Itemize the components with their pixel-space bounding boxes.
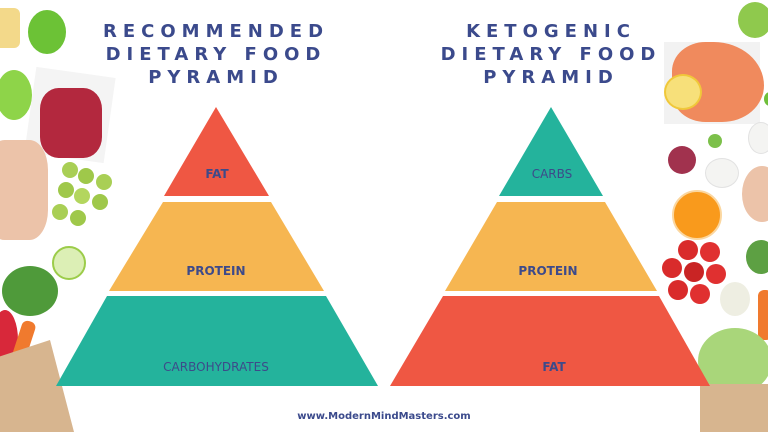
egg-icon <box>705 158 739 188</box>
title-line: RECOMMENDED <box>102 21 330 42</box>
left-tier-bottom-label: CARBOHYDRATES <box>163 360 269 374</box>
left-tier-middle <box>109 202 324 291</box>
left-tier-middle-label: PROTEIN <box>186 264 246 278</box>
footer-url: www.ModernMindMasters.com <box>297 411 471 422</box>
apple-slice-icon <box>52 246 86 280</box>
raw-chicken-icon <box>742 166 768 222</box>
raw-chicken-icon <box>0 140 48 240</box>
green-pepper-icon <box>28 10 66 54</box>
left-pyramid-title: RECOMMENDED DIETARY FOOD PYRAMID <box>86 20 346 89</box>
title-line: DIETARY FOOD <box>440 44 662 65</box>
egg-icon <box>748 122 768 154</box>
green-apple-icon <box>738 2 768 38</box>
grapes-icon <box>52 158 122 238</box>
cabbage-icon <box>698 328 768 394</box>
right-tier-middle-label: PROTEIN <box>518 264 578 278</box>
title-line: KETOGENIC <box>466 21 636 42</box>
left-pyramid <box>56 107 378 386</box>
paper-bag-icon <box>700 384 768 432</box>
cheese-icon <box>0 8 20 48</box>
left-tier-bottom <box>56 296 378 386</box>
broccoli-icon <box>746 240 768 274</box>
orange-slice-icon <box>672 190 722 240</box>
green-pepper-icon <box>0 70 32 120</box>
right-tier-top-label: CARBS <box>531 167 573 181</box>
right-tier-middle <box>445 202 657 291</box>
beef-icon <box>40 88 102 158</box>
right-tier-top <box>499 107 603 196</box>
title-line: DIETARY FOOD <box>105 44 327 65</box>
left-tier-top-label: FAT <box>205 167 229 181</box>
red-onion-icon <box>668 146 696 174</box>
brussels-sprout-icon <box>708 134 722 148</box>
right-pyramid <box>390 107 710 386</box>
cherry-tomatoes-icon <box>662 240 726 304</box>
title-line: PYRAMID <box>483 67 619 88</box>
radish-greens-icon <box>2 266 58 316</box>
lemon-slice-icon <box>664 74 702 110</box>
right-tier-bottom <box>390 296 710 386</box>
carrot-icon <box>758 290 768 340</box>
cauliflower-icon <box>720 282 750 316</box>
title-line: PYRAMID <box>148 67 284 88</box>
right-tier-bottom-label: FAT <box>542 360 566 374</box>
right-pyramid-title: KETOGENIC DIETARY FOOD PYRAMID <box>421 20 681 89</box>
left-tier-top <box>164 107 269 196</box>
lime-icon <box>764 92 768 106</box>
